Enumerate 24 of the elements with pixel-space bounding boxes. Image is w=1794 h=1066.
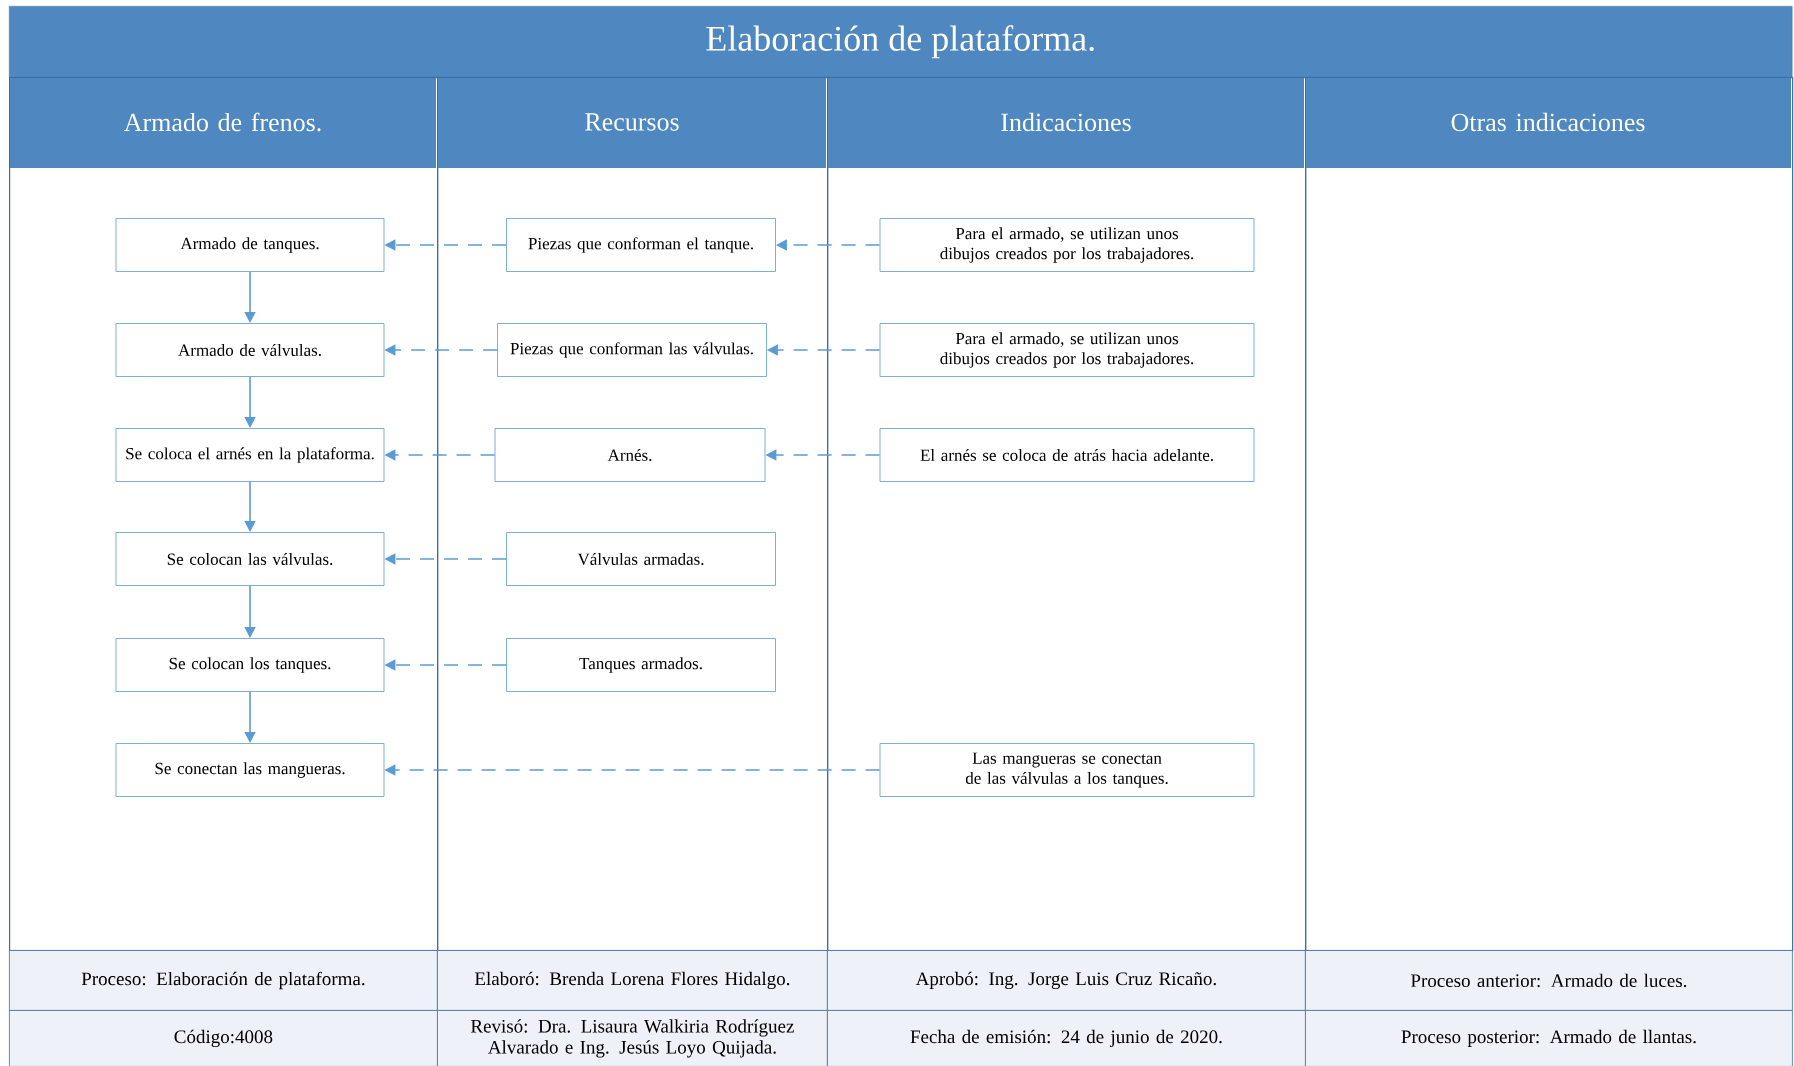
process-box: Tanques armados. [506, 638, 776, 692]
table-cell: Aprobó: Ing. Jorge Luis Cruz Ricaño. [827, 950, 1306, 1011]
process-box: Válvulas armadas. [506, 532, 776, 586]
process-box: Se coloca el arnés en la plataforma. [115, 428, 385, 482]
table-cell: Fecha de emisión: 24 de junio de 2020. [827, 1010, 1306, 1066]
process-box: Arnés. [494, 428, 766, 482]
swimlane: Otras indicaciones [1305, 77, 1794, 952]
process-box: Armado de válvulas. [115, 323, 385, 377]
process-box: Se colocan los tanques. [115, 638, 385, 692]
process-box: El arnés se coloca de atrás hacia adelante. [879, 428, 1255, 482]
process-box: Para el armado, se utilizan unos dibujos creados por los trabajadores. [879, 323, 1255, 377]
table-cell: Proceso posterior: Armado de llantas. [1305, 1010, 1793, 1066]
process-box: Se conectan las mangueras. [115, 743, 385, 797]
process-box: Armado de tanques. [115, 218, 385, 272]
process-box: Piezas que conforman el tanque. [506, 218, 776, 272]
table-cell: Elaboró: Brenda Lorena Flores Hidalgo. [437, 950, 828, 1011]
process-box: Piezas que conforman las válvulas. [497, 323, 767, 377]
process-box: Para el armado, se utilizan unos dibujos creados por los trabajadores. [879, 218, 1255, 272]
process-box: Las mangueras se conectan de las válvulas a los tanques. [879, 743, 1255, 797]
table-cell: Proceso: Elaboración de plataforma. [9, 950, 438, 1011]
process-box: Se colocan las válvulas. [115, 532, 385, 586]
table-cell: Revisó: Dra. Lisaura Walkiria Rodríguez Alvarado e Ing. Jesús Loyo Quijada. [437, 1010, 828, 1066]
table-cell: Código:4008 [9, 1010, 438, 1066]
table-cell: Proceso anterior: Armado de luces. [1305, 950, 1793, 1011]
